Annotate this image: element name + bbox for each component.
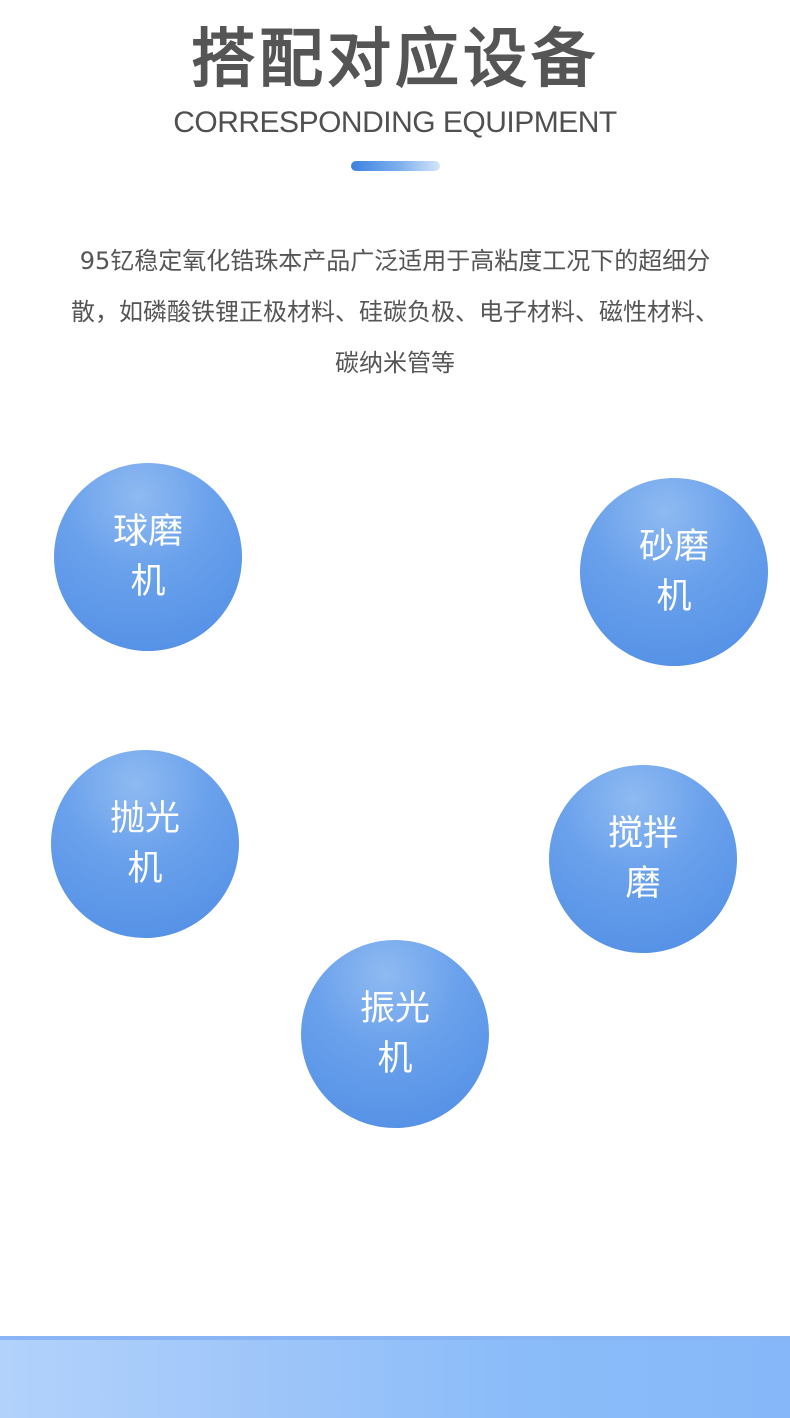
equipment-ball-mill[interactable]: 球磨机 (54, 463, 242, 651)
equipment-vibration-polisher[interactable]: 振光机 (301, 940, 489, 1128)
equipment-label: 振光机 (359, 989, 430, 1079)
equipment-sand-mill[interactable]: 砂磨机 (580, 478, 768, 666)
equipment-stirred-mill[interactable]: 搅拌磨 (549, 765, 737, 953)
equipment-label: 搅拌磨 (607, 814, 678, 904)
equipment-label: 抛光机 (109, 799, 180, 889)
equipment-polisher[interactable]: 抛光机 (51, 750, 239, 938)
product-description: 95钇稳定氧化锆珠本产品广泛适用于高粘度工况下的超细分散，如磷酸铁锂正极材料、硅… (71, 247, 719, 377)
section-title: 搭配对应设备 (191, 23, 599, 97)
equipment-label: 球磨机 (112, 512, 183, 602)
equipment-label: 砂磨机 (638, 527, 709, 617)
title-underline-decoration (351, 161, 440, 171)
section-subtitle: CORRESPONDING EQUIPMENT (173, 106, 617, 139)
next-section-banner (0, 1336, 790, 1418)
